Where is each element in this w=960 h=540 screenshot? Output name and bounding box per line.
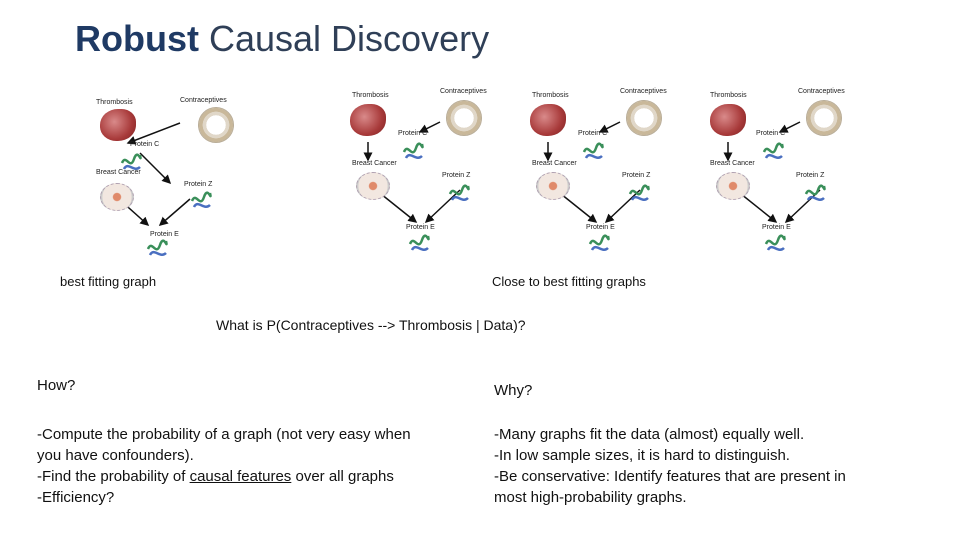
protein-z-label: Protein Z: [442, 172, 471, 179]
how-heading: How?: [37, 377, 76, 394]
protein-e-label: Protein E: [762, 224, 791, 231]
contraceptives-icon: [806, 100, 842, 136]
slide-title: Robust Causal Discovery: [75, 18, 489, 60]
how-line-2: you have confounders).: [37, 447, 194, 464]
protein-c-icon: [402, 142, 424, 159]
contraceptives-icon: [446, 100, 482, 136]
contraceptives-label: Contraceptives: [180, 97, 227, 104]
why-heading: Why?: [494, 382, 533, 399]
how-line-4: -Efficiency?: [37, 489, 115, 506]
why-line-4: most high-probability graphs.: [494, 489, 687, 506]
causal-features-text: causal features: [189, 468, 292, 485]
contraceptives-icon: [198, 107, 234, 143]
thrombosis-icon: [530, 104, 566, 136]
protein-e-icon: [588, 234, 610, 251]
why-line-1: -Many graphs fit the data (almost) equal…: [494, 426, 805, 443]
graph-close-1: Thrombosis Contraceptives Protein C Brea…: [340, 80, 500, 260]
thrombosis-icon: [710, 104, 746, 136]
best-fitting-caption: best fitting graph: [60, 274, 157, 289]
breast-cancer-label: Breast Cancer: [352, 160, 397, 167]
protein-z-icon: [628, 184, 650, 201]
breast-cancer-icon: [716, 172, 750, 200]
protein-e-label: Protein E: [586, 224, 615, 231]
how-line-3-pre: -Find the probability of: [37, 468, 190, 485]
breast-cancer-icon: [536, 172, 570, 200]
protein-e-label: Protein E: [150, 231, 179, 238]
contraceptives-icon: [626, 100, 662, 136]
protein-c-icon: [582, 142, 604, 159]
breast-cancer-icon: [100, 183, 134, 211]
protein-c-label: Protein C: [130, 141, 160, 148]
protein-e-icon: [146, 239, 168, 256]
why-line-2: -In low sample sizes, it is hard to dist…: [494, 447, 790, 464]
contraceptives-label: Contraceptives: [798, 88, 845, 95]
breast-cancer-icon: [356, 172, 390, 200]
protein-c-icon: [120, 153, 142, 170]
graph-close-2: Thrombosis Contraceptives Protein C Brea…: [520, 80, 680, 260]
question-text: What is P(Contraceptives --> Thrombosis …: [216, 317, 526, 333]
how-line-3-post: over all graphs: [291, 468, 394, 485]
contraceptives-label: Contraceptives: [620, 88, 667, 95]
why-body: -Many graphs fit the data (almost) equal…: [494, 424, 846, 508]
contraceptives-label: Contraceptives: [440, 88, 487, 95]
how-line-1: -Compute the probability of a graph (not…: [37, 426, 411, 443]
protein-z-label: Protein Z: [622, 172, 651, 179]
thrombosis-label: Thrombosis: [710, 92, 747, 99]
protein-z-icon: [448, 184, 470, 201]
protein-c-label: Protein C: [578, 130, 608, 137]
breast-cancer-label: Breast Cancer: [96, 169, 141, 176]
protein-c-label: Protein C: [398, 130, 428, 137]
thrombosis-icon: [100, 109, 136, 141]
protein-z-icon: [804, 184, 826, 201]
thrombosis-icon: [350, 104, 386, 136]
close-fitting-caption: Close to best fitting graphs: [492, 274, 646, 289]
protein-c-label: Protein C: [756, 130, 786, 137]
thrombosis-label: Thrombosis: [532, 92, 569, 99]
breast-cancer-label: Breast Cancer: [532, 160, 577, 167]
title-rest: Causal Discovery: [198, 18, 490, 59]
title-accent: Robust: [75, 18, 199, 59]
protein-e-icon: [408, 234, 430, 251]
protein-z-label: Protein Z: [184, 181, 213, 188]
graph-best: Thrombosis Contraceptives Protein C Brea…: [80, 85, 270, 265]
graph-close-3: Thrombosis Contraceptives Protein C Brea…: [700, 80, 860, 260]
why-line-3: -Be conservative: Identify features that…: [494, 468, 846, 485]
how-line-3: -Find the probability of causal features…: [37, 466, 411, 487]
thrombosis-label: Thrombosis: [352, 92, 389, 99]
thrombosis-label: Thrombosis: [96, 99, 133, 106]
how-body: -Compute the probability of a graph (not…: [37, 424, 411, 508]
protein-e-label: Protein E: [406, 224, 435, 231]
protein-c-icon: [762, 142, 784, 159]
protein-e-icon: [764, 234, 786, 251]
protein-z-icon: [190, 191, 212, 208]
protein-z-label: Protein Z: [796, 172, 825, 179]
breast-cancer-label: Breast Cancer: [710, 160, 755, 167]
